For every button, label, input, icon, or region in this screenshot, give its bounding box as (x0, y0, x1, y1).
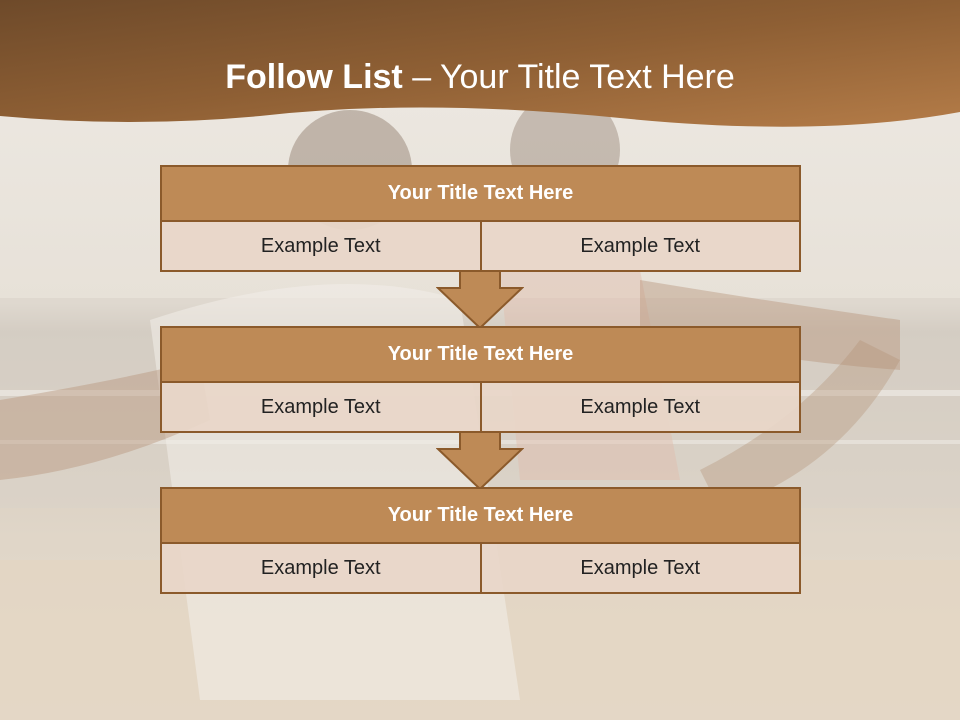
block-cell-left: Example Text (160, 383, 482, 433)
title-separator: – (402, 58, 440, 96)
block-title: Your Title Text Here (160, 165, 801, 222)
down-arrow-icon (436, 432, 524, 490)
block-title: Your Title Text Here (160, 326, 801, 383)
block-cell-left: Example Text (160, 544, 482, 594)
list-block-3: Your Title Text Here Example Text Exampl… (160, 487, 801, 594)
block-row: Example Text Example Text (160, 544, 801, 594)
block-cell-right: Example Text (481, 544, 801, 594)
block-cell-right: Example Text (481, 383, 801, 433)
list-block-1: Your Title Text Here Example Text Exampl… (160, 165, 801, 272)
down-arrow-icon (436, 271, 524, 329)
block-cell-right: Example Text (481, 222, 801, 272)
block-cell-left: Example Text (160, 222, 482, 272)
list-block-2: Your Title Text Here Example Text Exampl… (160, 326, 801, 433)
title-bold-part: Follow List (225, 58, 403, 96)
slide-title: Follow List – Your Title Text Here (0, 52, 960, 102)
title-rest: Your Title Text Here (439, 58, 735, 96)
block-title: Your Title Text Here (160, 487, 801, 544)
block-row: Example Text Example Text (160, 383, 801, 433)
block-row: Example Text Example Text (160, 222, 801, 272)
